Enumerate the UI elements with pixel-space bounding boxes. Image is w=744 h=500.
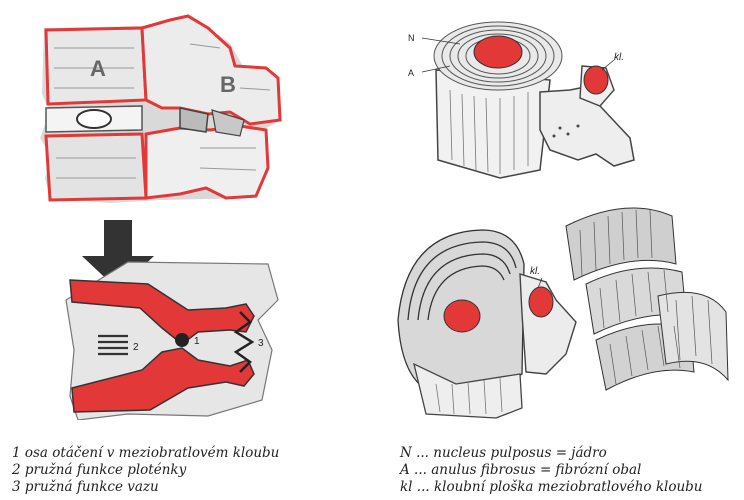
caption-line-2: 2 pružná funkce ploténky — [12, 462, 279, 479]
number-1: 1 — [194, 336, 200, 347]
annulus-lamellae-panel: kl. — [396, 204, 742, 420]
caption-line-a: A ... anulus fibrosus = fibrózní obal — [400, 462, 703, 479]
caption-line-n: N ... nucleus pulposus = jádro — [400, 445, 703, 462]
left-caption: 1 osa otáčení v meziobratlovém kloubu 2 … — [12, 445, 279, 496]
label-b: B — [220, 72, 236, 97]
compression-diagram-panel: 1 2 3 — [58, 220, 288, 420]
nucleus-section — [444, 300, 480, 332]
pivot-point — [175, 333, 189, 347]
label-n: N — [408, 33, 415, 43]
label-a: A — [90, 56, 106, 81]
right-caption: N ... nucleus pulposus = jádro A ... anu… — [400, 445, 703, 496]
articular-facet-section — [529, 287, 553, 317]
label-a-ring: A — [408, 68, 414, 78]
label-kl-section: kl. — [530, 266, 540, 277]
number-3: 3 — [258, 338, 264, 349]
label-kl: kl. — [614, 52, 624, 63]
vertebra-nucleus-panel: N A kl. — [400, 10, 650, 200]
nucleus-pulposus — [474, 36, 522, 68]
vertebrae-section-panel: A B — [30, 8, 320, 208]
number-2: 2 — [133, 342, 139, 353]
caption-line-3: 3 pružná funkce vazu — [12, 479, 279, 496]
caption-line-1: 1 osa otáčení v meziobratlovém kloubu — [12, 445, 279, 462]
caption-line-kl: kl ... kloubní ploška meziobratlového kl… — [400, 479, 703, 496]
articular-facet — [584, 66, 608, 94]
